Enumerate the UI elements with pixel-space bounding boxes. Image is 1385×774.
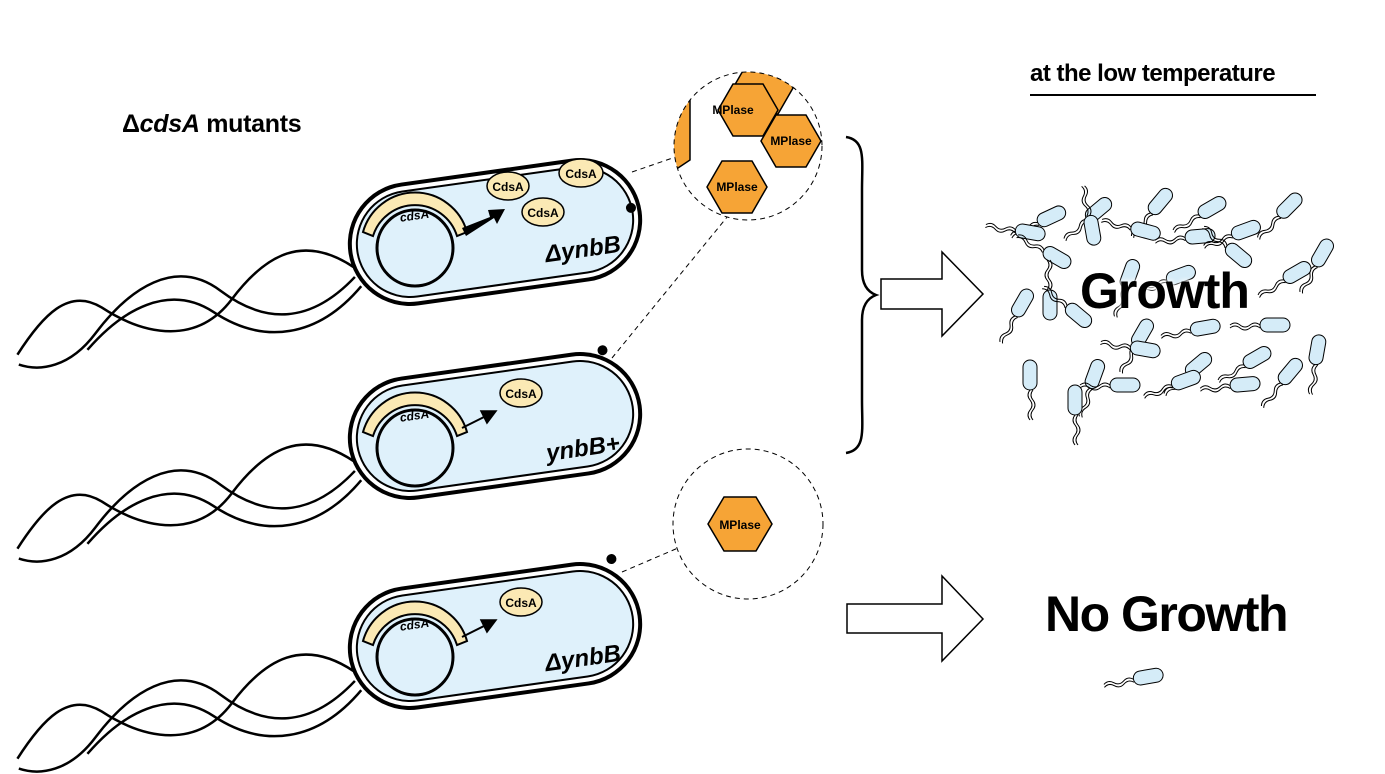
zoom-connectors [611, 151, 733, 573]
svg-text:CdsA: CdsA [505, 387, 537, 401]
mutants-suffix: mutants [199, 110, 302, 138]
delta-symbol: Δ [122, 110, 140, 138]
zoom-circle-many-mplase: MPlase MPlase MPlase [673, 71, 823, 221]
condition-title: at the low temperature [1030, 60, 1276, 87]
flagella [16, 443, 363, 563]
cdsa-protein: CdsA [486, 171, 530, 201]
expression-arrow [461, 410, 498, 429]
mplase-label: MPlase [719, 518, 761, 532]
growth-label: Growth [1080, 263, 1250, 319]
cdsa-protein: CdsA [499, 378, 543, 408]
gene-name: cdsA [139, 110, 200, 138]
outcome-arrow-nogrowth [846, 574, 985, 663]
mplase-label: MPlase [712, 103, 754, 117]
plasmid-top: cdsA [361, 191, 469, 288]
single-bacterium [1102, 666, 1165, 692]
plasmid-gene-label: cdsA [399, 616, 430, 634]
expression-arrow [461, 619, 498, 638]
plasmid-bottom: cdsA [361, 600, 469, 697]
plasmid-gene-label: cdsA [399, 207, 430, 225]
flagella [16, 249, 363, 369]
svg-text:CdsA: CdsA [492, 180, 524, 194]
plasmid-gene-label: cdsA [399, 407, 430, 425]
expression-arrow-strong [462, 209, 505, 236]
svg-text:CdsA: CdsA [527, 206, 559, 220]
no-growth-label: No Growth [1045, 586, 1289, 642]
svg-text:CdsA: CdsA [565, 167, 597, 181]
flagella [16, 653, 363, 773]
cdsa-protein: CdsA [558, 158, 604, 188]
cdsa-protein: CdsA [499, 587, 543, 617]
condition-underline [1030, 94, 1316, 96]
mplase-label: MPlase [770, 134, 812, 148]
zoom-circle-one-mplase: MPlase [672, 448, 824, 600]
mplase-label: MPlase [716, 180, 758, 194]
svg-text:CdsA: CdsA [505, 596, 537, 610]
grouping-brace [845, 135, 880, 455]
cdsa-protein: CdsA [521, 197, 565, 227]
mutants-label: ΔcdsA mutants [122, 110, 302, 139]
plasmid-middle: cdsA [361, 391, 469, 488]
outcome-arrow-growth [880, 250, 985, 338]
